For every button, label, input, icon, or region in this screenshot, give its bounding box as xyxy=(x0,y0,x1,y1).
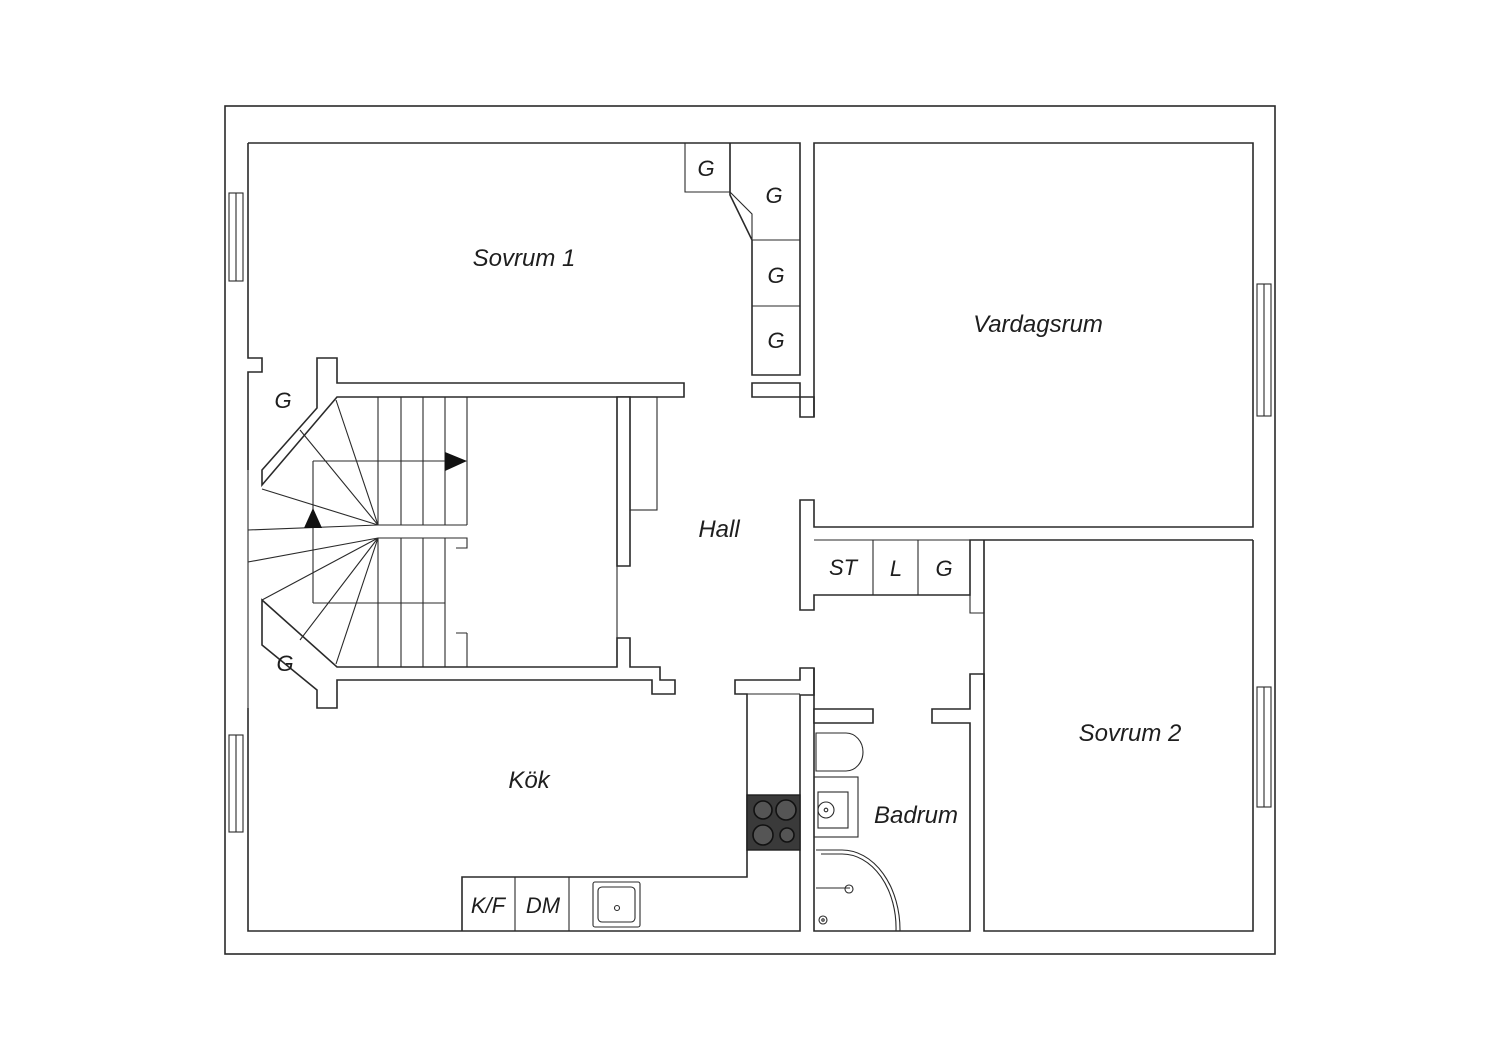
sovrum2-walls xyxy=(983,540,1254,932)
hob-plate-4 xyxy=(779,827,795,843)
toilet-icon xyxy=(815,732,864,772)
closet-label-g-stair-bottom: G xyxy=(276,651,293,676)
hall-cabinet xyxy=(629,396,658,511)
badrum-walls xyxy=(813,668,985,932)
room-label-badrum: Badrum xyxy=(874,802,958,829)
sovrum1-closets xyxy=(684,143,800,376)
kitchen-sink-basin xyxy=(597,886,636,923)
building-outline xyxy=(224,105,1276,955)
closet-label-st: ST xyxy=(829,555,859,580)
stair-arrow-up-icon xyxy=(304,508,322,528)
room-label-sovrum2: Sovrum 2 xyxy=(1079,720,1182,747)
closet-label-l: L xyxy=(890,556,902,581)
hob-plate-3 xyxy=(752,824,774,846)
badrum-door-jamb xyxy=(813,708,874,724)
room-label-kok: Kök xyxy=(508,767,551,794)
closet-label-g-top-corner: G xyxy=(765,183,782,208)
closet-label-g-right-1: G xyxy=(767,263,784,288)
kitchen-label-dm: DM xyxy=(526,893,561,918)
window-vardagsrum xyxy=(1256,283,1272,417)
hob-plate-1 xyxy=(753,800,773,820)
room-label-hall: Hall xyxy=(698,516,740,543)
stair-enclosure-top xyxy=(261,357,685,488)
kitchen-sink-drain xyxy=(613,904,621,912)
closet-label-g-top-small: G xyxy=(697,156,714,181)
bathroom-sink-icon xyxy=(813,776,859,838)
hall-wall-top xyxy=(751,382,801,398)
kitchen-label-kf: K/F xyxy=(471,893,507,918)
vardagsrum-door-jamb xyxy=(799,396,815,418)
stair-right-wall xyxy=(456,396,618,667)
closet-label-g-right-2: G xyxy=(767,328,784,353)
hall-wall-left xyxy=(616,396,631,567)
stair-treads-bottom xyxy=(313,537,456,667)
closet-label-g-stair-top: G xyxy=(274,388,291,413)
kitchen-sink xyxy=(592,881,641,928)
shower-icon xyxy=(816,849,901,932)
room-label-sovrum1: Sovrum 1 xyxy=(473,245,576,272)
stair-arrow-right-icon xyxy=(445,452,467,471)
stair-treads-top xyxy=(312,397,456,603)
room-label-vardagsrum: Vardagsrum xyxy=(973,311,1103,338)
window-kok xyxy=(228,734,244,833)
stair-enclosure-bottom xyxy=(261,598,676,709)
window-sovrum2 xyxy=(1256,686,1272,808)
closet-label-g-hall: G xyxy=(935,556,952,581)
window-sovrum1 xyxy=(228,192,244,282)
hob-plate-2 xyxy=(775,799,797,821)
kok-counter-dividers xyxy=(514,693,800,931)
